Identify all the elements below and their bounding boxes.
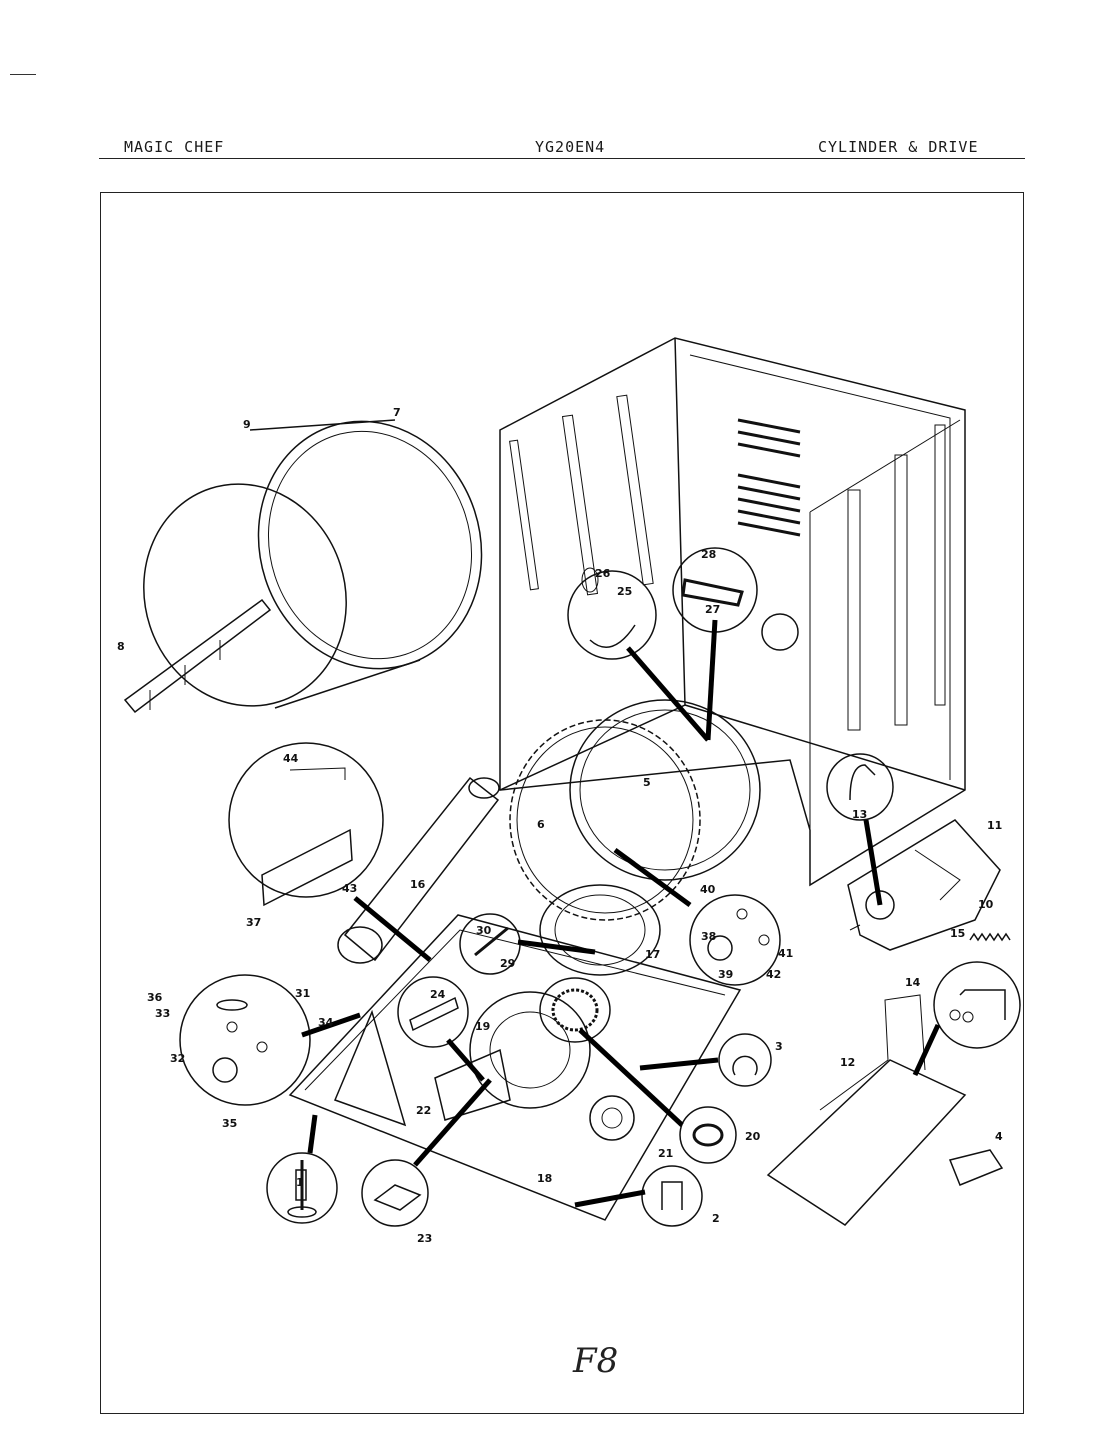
detail-bubble-37-33: [179, 974, 311, 1106]
callout-19: 19: [475, 1020, 490, 1033]
callout-32: 32: [170, 1052, 185, 1065]
detail-bubble-38-42: [689, 894, 781, 986]
idler-spring: [969, 932, 1011, 942]
callout-43: 43: [342, 882, 357, 895]
belt-loop: [539, 884, 661, 976]
pointer-wedges: [301, 619, 941, 1208]
callout-34: 34: [318, 1016, 334, 1029]
callout-17: 17: [645, 948, 660, 961]
callout-30: 30: [476, 924, 492, 937]
callout-25: 25: [617, 585, 632, 598]
drum-baffle: [123, 598, 272, 714]
callout-39: 39: [718, 968, 733, 981]
callout-1: 1: [296, 1176, 304, 1189]
drive-motor: [847, 819, 1001, 951]
detail-bubble-13: [826, 753, 894, 821]
drum-seal: [509, 719, 701, 921]
detail-bubble-14: [933, 961, 1021, 1049]
callout-21: 21: [658, 1147, 673, 1160]
callout-16: 16: [410, 878, 426, 891]
callout-labels: 1 2 3 4 5 6 7 8 9 10 11 12 13 14 15 16 1…: [117, 406, 1003, 1245]
callout-41: 41: [778, 947, 793, 960]
motor-mount-bracket: [766, 994, 967, 1226]
drum-front-support: [948, 1149, 1004, 1186]
callout-37: 37: [246, 916, 261, 929]
callout-15: 15: [950, 927, 965, 940]
callout-4: 4: [995, 1130, 1003, 1143]
header-model: YG20EN4: [535, 138, 606, 156]
cabinet-frame: [499, 337, 966, 887]
header-brand: MAGIC CHEF: [124, 138, 225, 156]
callout-3: 3: [775, 1040, 783, 1053]
callout-7: 7: [393, 406, 401, 419]
callout-40: 40: [700, 883, 716, 896]
callout-26: 26: [595, 567, 611, 580]
idler-pulley: [589, 1095, 635, 1141]
detail-bubble-23: [361, 1159, 429, 1227]
callout-8: 8: [117, 640, 125, 653]
diagram-frame: [100, 192, 1024, 1414]
detail-bubble-3: [718, 1033, 772, 1087]
stray-scan-mark: [10, 74, 36, 75]
callout-29: 29: [500, 957, 515, 970]
callout-33: 33: [155, 1007, 170, 1020]
detail-bubble-25-26: [567, 567, 657, 660]
blower-housing: [434, 991, 591, 1121]
base-platform: [288, 914, 742, 1221]
header-rule: [99, 158, 1025, 159]
callout-42: 42: [766, 968, 781, 981]
blower-wheel: [539, 977, 611, 1043]
page-handwritten-mark: F8: [572, 1341, 618, 1381]
callout-24: 24: [430, 988, 446, 1001]
callout-44: 44: [283, 752, 299, 765]
drum-cylinder: [143, 419, 483, 709]
callout-10: 10: [978, 898, 994, 911]
callout-36: 36: [147, 991, 163, 1004]
callout-38: 38: [701, 930, 716, 943]
detail-bubble-24: [397, 976, 469, 1048]
callout-12: 12: [840, 1056, 855, 1069]
exhaust-duct: [337, 776, 500, 964]
callout-35: 35: [222, 1117, 237, 1130]
callout-31: 31: [295, 987, 310, 1000]
callout-23: 23: [417, 1232, 432, 1245]
callout-6: 6: [537, 818, 545, 831]
callout-22: 22: [416, 1104, 431, 1117]
detail-bubble-2: [641, 1165, 703, 1227]
callout-14: 14: [905, 976, 921, 989]
detail-bubble-1: [266, 1152, 338, 1224]
rear-bulkhead: [569, 699, 761, 881]
callout-11: 11: [987, 819, 1002, 832]
detail-bubble-44-43: [228, 742, 384, 907]
cabinet-vent-slots: [737, 418, 801, 537]
callout-2: 2: [712, 1212, 720, 1225]
callout-9: 9: [243, 418, 251, 431]
detail-bubble-20: [679, 1106, 737, 1164]
callout-27: 27: [705, 603, 720, 616]
callout-20: 20: [745, 1130, 761, 1143]
callout-13: 13: [852, 808, 867, 821]
callout-28: 28: [701, 548, 716, 561]
header-section: CYLINDER & DRIVE: [818, 138, 979, 156]
callout-5: 5: [643, 776, 651, 789]
callout-18: 18: [537, 1172, 552, 1185]
